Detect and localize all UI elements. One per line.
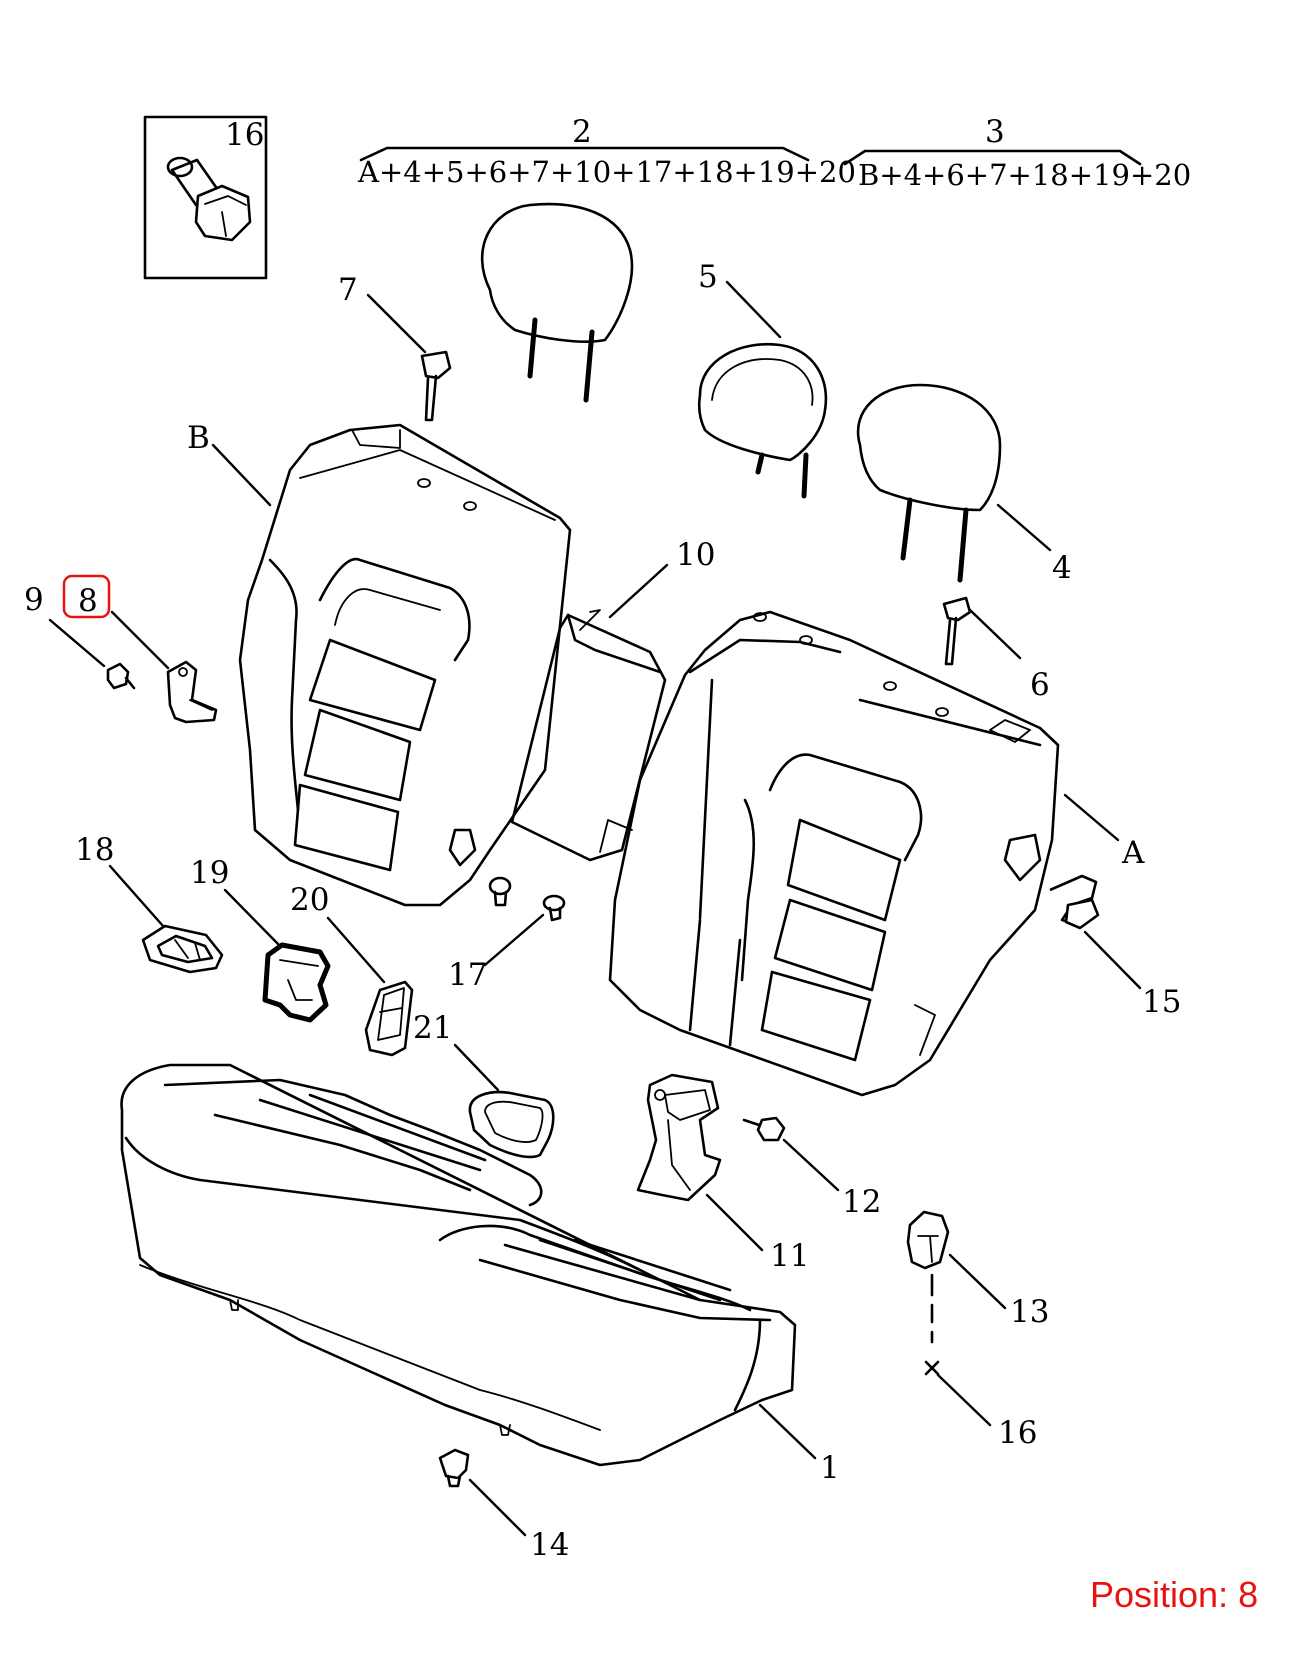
label-a: A [1121,835,1145,871]
kit-2-number: 2 [572,114,592,150]
bolt-12 [742,1116,786,1142]
label-13: 13 [1010,1294,1049,1330]
guide-6 [942,596,972,666]
headrest-4 [856,383,1002,583]
label-9: 9 [24,582,44,618]
bracket-19 [262,942,331,1023]
label-4: 4 [1052,550,1072,586]
kit-3-bracket [843,149,1142,166]
label-11: 11 [770,1238,809,1274]
position-indicator: Position: 8 [1090,1574,1258,1615]
clip-17-right [542,894,566,922]
guide-7 [420,350,452,422]
label-17: 17 [448,957,487,993]
label-21: 21 [413,1010,452,1046]
label-8: 8 [78,583,98,619]
label-19: 19 [190,855,229,891]
kit-3-number: 3 [985,114,1005,150]
callout-lines [48,280,1142,1537]
label-7: 7 [338,272,358,308]
hinge-8 [166,660,218,724]
kit-2-bracket [359,146,810,162]
label-12: 12 [842,1184,881,1220]
bolt-9 [106,662,136,690]
headrest-5 [697,342,828,499]
bracket-11 [636,1073,722,1202]
label-b: B [187,420,210,456]
clip-17-left [488,876,512,907]
label-14: 14 [530,1527,569,1563]
seatback-a [608,610,1060,1097]
seat-cushion-1 [120,1063,797,1467]
label-5: 5 [698,259,718,295]
label-20: 20 [290,882,329,918]
cover-21 [468,1090,555,1159]
latch-15 [1049,874,1100,930]
label-16: 16 [998,1415,1037,1451]
clip-14 [438,1448,470,1488]
kit-2-formula: A+4+5+6+7+10+17+18+19+20 [357,155,856,189]
armrest-10 [510,609,667,862]
label-6: 6 [1030,667,1050,703]
clip-13 [906,1210,950,1270]
inset-label-16: 16 [225,117,264,153]
label-1: 1 [820,1450,840,1486]
headrest-center [480,202,634,403]
part-20 [364,980,414,1057]
kit-3-formula: B+4+6+7+18+19+20 [858,158,1191,192]
label-10: 10 [676,537,715,573]
seatback-b [238,423,572,907]
label-15: 15 [1142,984,1181,1020]
inset-bolt-16 [143,115,268,280]
buckle-18 [141,924,224,974]
dash-line-16 [924,1273,940,1376]
highlight-box-8 [62,574,111,619]
label-18: 18 [75,832,114,868]
